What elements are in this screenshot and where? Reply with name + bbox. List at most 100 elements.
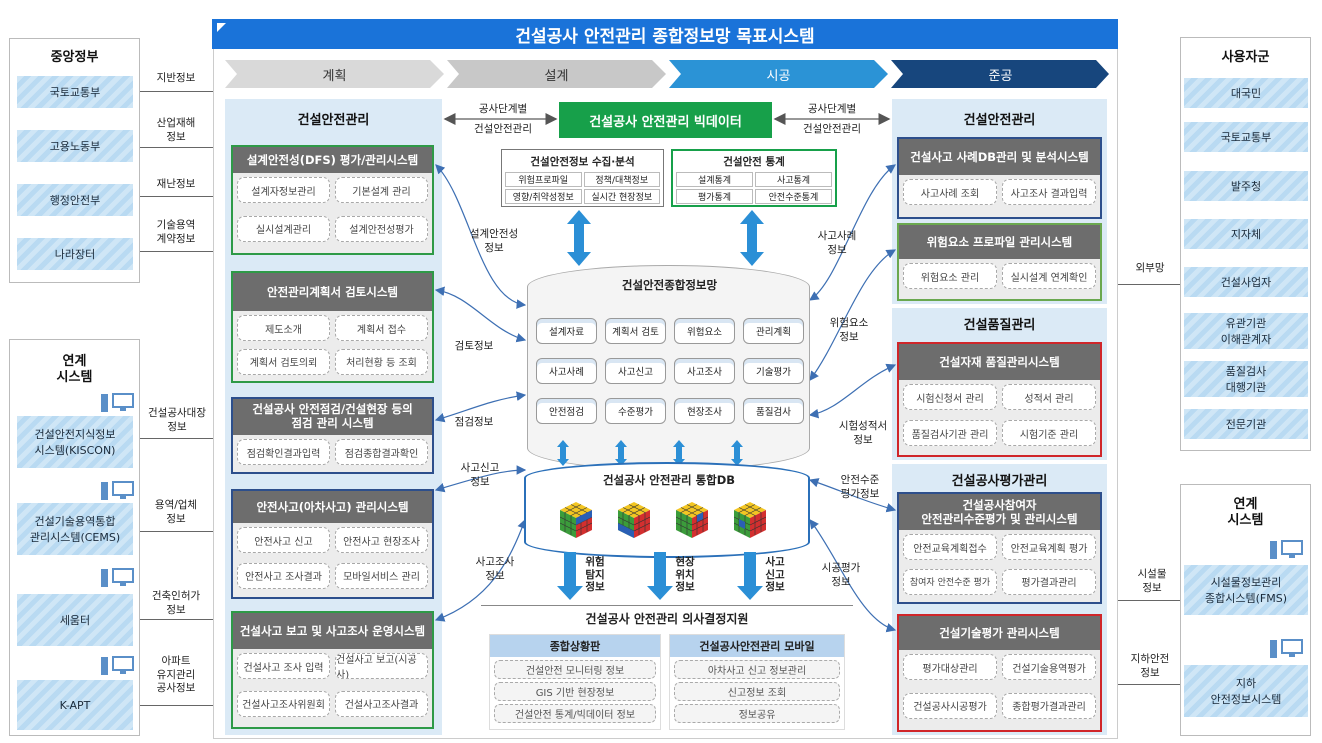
system-case-db: 건설사고 사례DB관리 및 분석시스템 사고사례 조회 사고조사 결과입력 — [897, 137, 1102, 219]
computer-icon — [101, 393, 134, 412]
phase-arrows — [225, 60, 1109, 88]
right-link-title: 연계 시스템 — [1227, 496, 1264, 528]
gov-label-contract: 기술용역 계약정보 — [156, 219, 196, 245]
cube-icon — [676, 502, 708, 538]
system-material-quality: 건설자재 품질관리시스템 시험신청서 관리 성적서 관리 품질검사기관 관리 시… — [897, 342, 1102, 457]
external-net-label: 외부망 — [1135, 262, 1165, 274]
gov-panel: 중앙정부 국토교통부 고용노동부 행정안전부 나라장터 — [9, 38, 140, 283]
gov-item-mois: 행정안전부 — [17, 184, 133, 216]
link-item-seumteo: 세움터 — [17, 594, 133, 646]
link-item-underground: 지하 안전정보시스템 — [1184, 665, 1308, 717]
link-label-facility: 시설물 정보 — [1137, 568, 1167, 594]
mobile-item: 신고정보 조회 — [674, 682, 840, 701]
db-item: 위험요소 — [674, 318, 735, 344]
down-arrows — [557, 552, 763, 600]
db-item: 설계자료 — [536, 318, 597, 344]
material-quality-item: 성적서 관리 — [1002, 384, 1096, 410]
users-panel: 사용자군 대국민 국토교통부 발주청 지자체 건설사업자 유관기관 이해관계자 … — [1180, 37, 1311, 451]
user-item: 국토교통부 — [1184, 122, 1308, 152]
system-participant-eval-title: 건설공사참여자 안전관리수준평가 및 관리시스템 — [899, 494, 1100, 530]
link-label-ledger: 건설공사대장 정보 — [148, 407, 206, 433]
accident-report-item: 건설사고조사결과 — [335, 690, 428, 717]
stats-box: 건설안전 통계 설계통계 사고통계 평가통계 안전수준통계 — [671, 149, 837, 207]
flow-label-construction: 시공평가 정보 — [821, 562, 861, 588]
bigdata-label: 건설공사 안전관리 빅데이터 — [589, 114, 742, 130]
stats-item: 사고통계 — [755, 172, 832, 187]
db-item: 현장조사 — [674, 398, 735, 424]
cube-icon — [618, 502, 650, 538]
safety-db-cylinder: 건설안전종합정보망 설계자료 계획서 검토 위험요소 관리계획 사고사례 사고신… — [527, 265, 810, 470]
gov-line-2 — [140, 147, 213, 148]
gov-line-1 — [140, 91, 213, 92]
link-label-underground: 지하안전 정보 — [1130, 653, 1170, 679]
plan-review-item: 처리현황 등 조회 — [335, 348, 428, 375]
system-dfs: 설계안전성(DFS) 평가/관리시스템 설계자정보관리 기본설계 관리 실시설계… — [231, 145, 434, 255]
tech-eval-item: 평가대상관리 — [903, 654, 997, 680]
system-accident: 안전사고(아차사고) 관리시스템 안전사고 신고 안전사고 현장조사 안전사고 … — [231, 489, 434, 599]
db-item: 안전점검 — [536, 398, 597, 424]
gov-item-moel: 고용노동부 — [17, 130, 133, 162]
flow-label-case: 사고사례 정보 — [817, 230, 857, 256]
plan-review-item: 계획서 접수 — [335, 315, 428, 341]
participant-eval-item: 안전교육계획 평가 — [1002, 534, 1096, 560]
risk-profile-item: 실시설계 연계확인 — [1002, 263, 1096, 289]
collect-item: 위험프로파일 — [505, 172, 582, 187]
collect-item: 영향/취약성정보 — [505, 189, 582, 204]
system-accident-report: 건설사고 보고 및 사고조사 운영시스템 건설사고 조사 입력 건설사고 보고(… — [231, 611, 434, 729]
link-label-permit: 건축인허가 정보 — [151, 590, 201, 616]
left-link-title: 연계 시스템 — [56, 353, 93, 385]
db-item: 사고조사 — [674, 358, 735, 384]
link-line-1 — [140, 438, 213, 439]
stage-label-left: 공사단계별 건설안전관리 — [474, 103, 532, 135]
right-quality-panel: 건설품질관리 건설자재 품질관리시스템 시험신청서 관리 성적서 관리 품질검사… — [892, 308, 1107, 460]
collect-box: 건설안전정보 수집·분석 위험프로파일 정책/대책정보 영향/취약성정보 실시간… — [501, 149, 664, 207]
gov-label-ground: 지반정보 — [156, 72, 196, 84]
gov-panel-title: 중앙정부 — [50, 49, 99, 65]
dashboard-item: 건설안전 모니터링 정보 — [494, 660, 656, 679]
title-corner-mark — [217, 23, 226, 32]
db-item: 계획서 검토 — [605, 318, 666, 344]
user-item: 대국민 — [1184, 78, 1308, 108]
stats-item: 설계통계 — [676, 172, 753, 187]
db-item: 사고신고 — [605, 358, 666, 384]
gov-label-disaster: 재난정보 — [156, 178, 196, 190]
gov-label-accident: 산업재해 정보 — [156, 117, 196, 143]
collect-item: 실시간 현장정보 — [583, 189, 660, 204]
double-arrow-collect — [567, 210, 591, 266]
system-tech-eval-title: 건설기술평가 관리시스템 — [899, 616, 1100, 650]
case-db-item: 사고사례 조회 — [903, 179, 997, 205]
mobile-item: 아차사고 신고 정보관리 — [674, 660, 840, 679]
double-arrow-stats — [740, 210, 764, 266]
dashboard-item: 건설안전 통계/빅데이터 정보 — [494, 704, 656, 723]
system-material-quality-title: 건설자재 품질관리시스템 — [899, 344, 1100, 380]
db-item: 수준평가 — [605, 398, 666, 424]
right-link-panel: 연계 시스템 시설물정보관리 종합시스템(FMS) 지하 안전정보시스템 — [1180, 484, 1311, 736]
bigdata-box: 건설공사 안전관리 빅데이터 — [559, 102, 772, 138]
page-title: 건설공사 안전관리 종합정보망 목표시스템 — [515, 26, 815, 47]
link-item-fms: 시설물정보관리 종합시스템(FMS) — [1184, 565, 1308, 615]
dfs-item: 기본설계 관리 — [335, 177, 428, 203]
link-line-2 — [140, 531, 213, 532]
phase-design: 설계 — [544, 68, 569, 84]
system-dfs-title: 설계안전성(DFS) 평가/관리시스템 — [233, 147, 432, 173]
title-bar: 건설공사 안전관리 종합정보망 목표시스템 — [212, 19, 1118, 49]
plan-review-item: 제도소개 — [237, 315, 330, 341]
dfs-item: 설계안전성평가 — [335, 215, 428, 242]
down-label-site: 현장 위치 정보 — [675, 556, 695, 594]
accident-item: 안전사고 신고 — [237, 527, 330, 553]
link-line-3 — [140, 619, 213, 620]
system-case-db-title: 건설사고 사례DB관리 및 분석시스템 — [899, 139, 1100, 175]
link-line-4 — [140, 705, 213, 706]
flow-label-accident: 사고신고 정보 — [460, 462, 500, 488]
material-quality-item: 시험기준 관리 — [1002, 420, 1096, 446]
flow-label-investigate: 사고조사 정보 — [475, 556, 515, 582]
dashboard-title: 종합상황판 — [490, 635, 660, 657]
right-top-title: 건설안전관리 — [963, 112, 1036, 128]
right-eval-title: 건설공사평가관리 — [951, 473, 1048, 489]
inspection-item: 점검종합결과확인 — [335, 439, 428, 465]
cube-icon — [734, 502, 766, 538]
material-quality-item: 품질검사기관 관리 — [903, 420, 997, 446]
system-risk-profile-title: 위험요소 프로파일 관리시스템 — [899, 225, 1100, 259]
user-item: 유관기관 이해관계자 — [1184, 313, 1308, 349]
participant-eval-item: 참여자 안전수준 평가 — [903, 568, 997, 595]
